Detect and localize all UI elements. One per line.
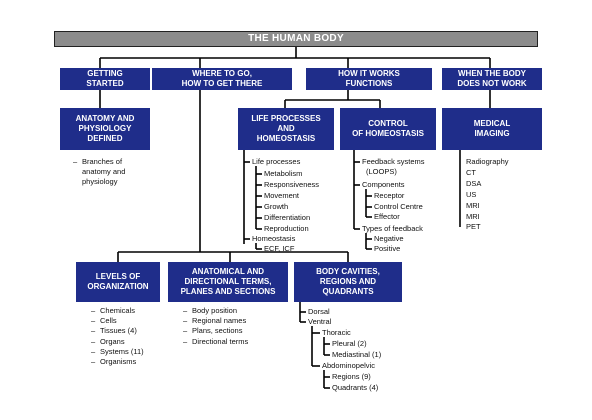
terms-item: Directional terms [183, 337, 248, 347]
life-process-item: Movement [264, 191, 300, 200]
cavity-ventral: Ventral [308, 317, 332, 326]
feedback-types-heading: Types of feedback [362, 224, 423, 233]
feedback-heading-loops: (LOOPS) [366, 167, 397, 176]
levels-item: Organs [91, 337, 124, 347]
feedback-type-item: Positive [374, 244, 401, 253]
component-item: Control Centre [374, 202, 423, 211]
cavity-thoracic-item: Pleural (2) [332, 339, 367, 348]
cavity-abdominopelvic: Abdominopelvic [322, 361, 375, 370]
anatomy-item: physiology [82, 177, 118, 186]
levels-item: Cells [91, 316, 116, 326]
life-process-item: Responsiveness [264, 180, 320, 189]
section-getting-started: GETTING STARTED [60, 68, 150, 90]
homeostasis-item: ECF, ICF [264, 244, 295, 253]
feedback-type-item: Negative [374, 234, 404, 243]
topic-medical-imaging: MEDICAL IMAGING [442, 108, 542, 150]
imaging-item: PET [466, 222, 481, 231]
topic-control-homeostasis: CONTROL OF HOMEOSTASIS [340, 108, 436, 150]
imaging-item: CT [466, 168, 476, 177]
component-item: Receptor [374, 191, 405, 200]
terms-item: Body position [183, 306, 237, 316]
life-process-item: Reproduction [264, 224, 309, 233]
terms-item: Regional names [183, 316, 246, 326]
imaging-item: DSA [466, 179, 482, 188]
levels-item: Chemicals [91, 306, 135, 316]
topic-life-processes: LIFE PROCESSES AND HOMEOSTASIS [238, 108, 334, 150]
life-processes-heading: Life processes [252, 157, 301, 166]
life-process-item: Metabolism [264, 169, 303, 178]
section-when-not-work: WHEN THE BODY DOES NOT WORK [442, 68, 542, 90]
imaging-item: US [466, 190, 477, 199]
topic-levels-organization: LEVELS OF ORGANIZATION [76, 262, 160, 302]
levels-item: Organisms [91, 357, 136, 367]
imaging-item: MRI [466, 212, 480, 221]
levels-item: Tissues (4) [91, 326, 137, 336]
feedback-heading: Feedback systems [362, 157, 425, 166]
imaging-item: MRI [466, 201, 480, 210]
terms-item: Plans, sections [183, 326, 243, 336]
topic-anatomy-physiology: ANATOMY AND PHYSIOLOGY DEFINED [60, 108, 150, 150]
anatomy-item: anatomy and [82, 167, 126, 176]
cavity-abdominopelvic-item: Regions (9) [332, 372, 371, 381]
diagram-title: THE HUMAN BODY [54, 31, 538, 47]
cavity-abdominopelvic-item: Quadrants (4) [332, 383, 379, 392]
levels-item: Systems (11) [91, 347, 144, 357]
life-process-item: Differentiation [264, 213, 311, 222]
component-item: Effector [374, 212, 400, 221]
section-where-to-go: WHERE TO GO, HOW TO GET THERE [152, 68, 292, 90]
homeostasis-heading: Homeostasis [252, 234, 296, 243]
topic-anatomical-terms: ANATOMICAL AND DIRECTIONAL TERMS, PLANES… [168, 262, 288, 302]
cavity-thoracic-item: Mediastinal (1) [332, 350, 382, 359]
cavity-thoracic: Thoracic [322, 328, 351, 337]
topic-body-cavities: BODY CAVITIES, REGIONS AND QUADRANTS [294, 262, 402, 302]
anatomy-item: Branches of [73, 157, 122, 167]
life-process-item: Growth [264, 202, 289, 211]
section-how-it-works: HOW IT WORKS FUNCTIONS [306, 68, 432, 90]
cavity-dorsal: Dorsal [308, 307, 330, 316]
components-heading: Components [362, 180, 405, 189]
imaging-item: Radiography [466, 157, 509, 166]
